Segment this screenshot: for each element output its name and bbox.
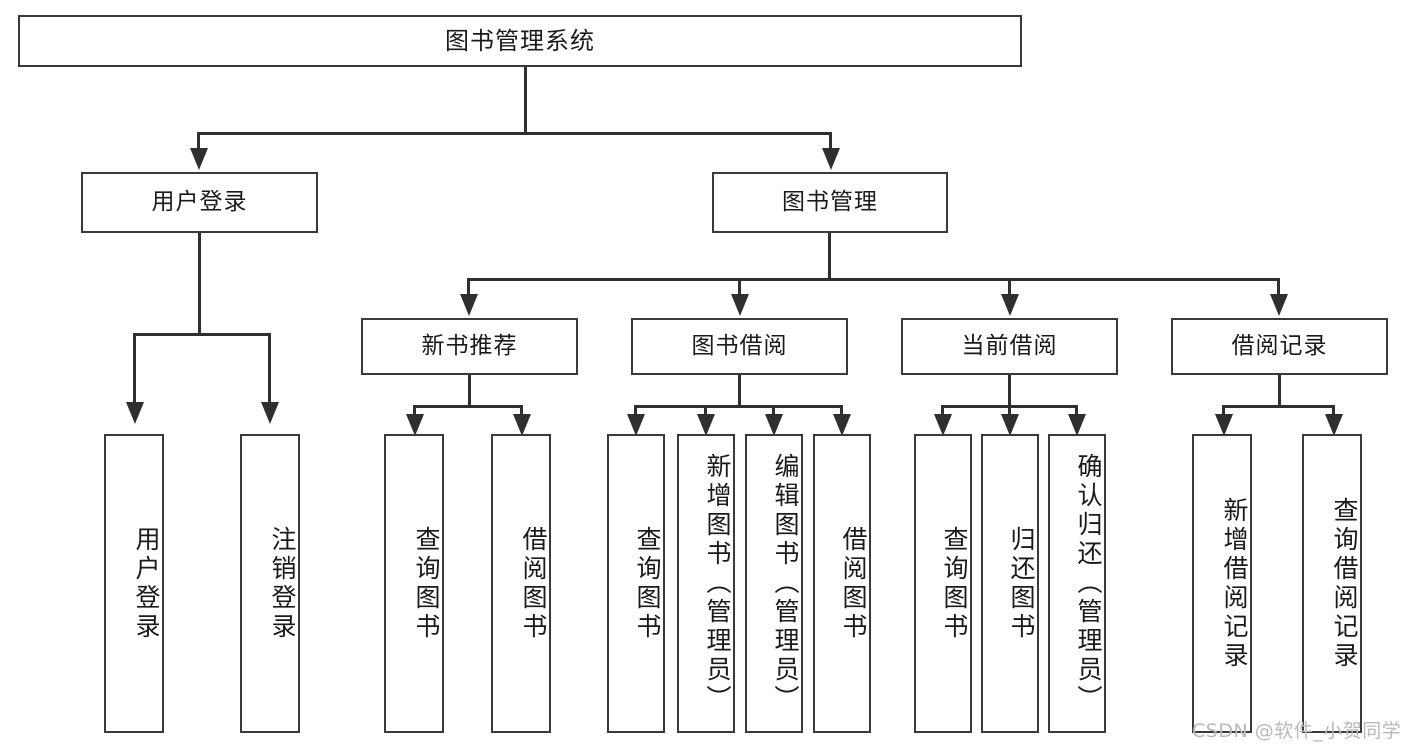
node-book-borrow[interactable]: 图书借阅: [631, 318, 848, 375]
node-label: 图书管理系统: [445, 26, 595, 55]
node-label: 借阅图书: [519, 525, 548, 642]
node-label: 用户登录: [151, 188, 248, 215]
node-label: 新书推荐: [421, 332, 518, 359]
node-label: 注销登录: [268, 525, 297, 642]
arrow-to-book-borrow: [731, 294, 749, 316]
node-label: 用户登录: [132, 525, 161, 642]
arrow-borrow-leaf-3: [765, 414, 783, 436]
arrow-to-new-book: [460, 294, 478, 316]
node-borrow-record[interactable]: 借阅记录: [1171, 318, 1388, 375]
node-label: 新增借阅记录: [1220, 496, 1249, 671]
watermark-text: CSDN @软件_小贺同学: [1192, 720, 1402, 742]
leaf-newbook-query-book[interactable]: 查询图书: [384, 434, 444, 733]
leaf-record-add-record[interactable]: 新增借阅记录: [1192, 434, 1252, 733]
node-book-manage[interactable]: 图书管理: [712, 172, 948, 233]
connector-root-stem: [524, 67, 527, 134]
connector-bookmanage-drop-3: [1008, 278, 1011, 300]
leaf-current-query-book[interactable]: 查询图书: [914, 434, 972, 733]
node-current-borrow[interactable]: 当前借阅: [901, 318, 1118, 375]
connector-newbook-stem: [468, 375, 471, 407]
arrow-to-current-borrow: [1001, 294, 1019, 316]
leaf-newbook-borrow-book[interactable]: 借阅图书: [491, 434, 551, 733]
connector-userlogin-drop-2: [268, 333, 271, 408]
arrow-newbook-leaf-1: [406, 414, 424, 436]
arrow-record-leaf-1: [1215, 414, 1233, 436]
node-new-book-recommend[interactable]: 新书推荐: [361, 318, 578, 375]
node-label: 确认归还（管理员）: [1074, 453, 1103, 714]
node-label: 图书借阅: [691, 332, 788, 359]
arrow-current-leaf-1: [934, 414, 952, 436]
node-user-login[interactable]: 用户登录: [81, 172, 318, 233]
node-root-system[interactable]: 图书管理系统: [18, 15, 1022, 67]
leaf-borrow-add-book-admin[interactable]: 新增图书（管理员）: [677, 434, 735, 733]
node-label: 归还图书: [1007, 525, 1036, 642]
connector-borrow-stem: [738, 375, 741, 407]
connector-userlogin-stem: [198, 233, 201, 335]
connector-current-stem: [1008, 375, 1011, 407]
arrow-to-book-manage: [822, 148, 840, 170]
arrow-to-leaf-user-login: [126, 402, 144, 424]
connector-root-drop-left: [197, 132, 200, 154]
node-label: 新增图书（管理员）: [703, 453, 732, 714]
leaf-borrow-borrow-book[interactable]: 借阅图书: [813, 434, 871, 733]
arrow-borrow-leaf-4: [833, 414, 851, 436]
connector-bookmanage-drop-4: [1277, 278, 1280, 300]
node-label: 编辑图书（管理员）: [771, 453, 800, 714]
connector-newbook-bus: [413, 405, 523, 408]
leaf-user-login[interactable]: 用户登录: [104, 434, 164, 733]
node-label: 查询借阅记录: [1330, 496, 1359, 671]
arrow-newbook-leaf-2: [513, 414, 531, 436]
arrow-current-leaf-2: [1001, 414, 1019, 436]
node-label: 查询图书: [412, 525, 441, 642]
arrow-borrow-leaf-1: [627, 414, 645, 436]
connector-borrow-bus: [634, 405, 842, 408]
node-label: 当前借阅: [961, 332, 1058, 359]
connector-bookmanage-bus: [467, 278, 1279, 281]
arrow-borrow-leaf-2: [697, 414, 715, 436]
node-label: 查询图书: [633, 525, 662, 642]
connector-bookmanage-drop-1: [467, 278, 470, 300]
connector-userlogin-bus: [133, 333, 271, 336]
node-label: 借阅图书: [839, 525, 868, 642]
leaf-borrow-query-book[interactable]: 查询图书: [607, 434, 665, 733]
arrow-current-leaf-3: [1068, 414, 1086, 436]
node-label: 借阅记录: [1231, 332, 1328, 359]
arrow-record-leaf-2: [1325, 414, 1343, 436]
node-label: 图书管理: [782, 188, 878, 215]
arrow-to-leaf-logout: [261, 402, 279, 424]
connector-bookmanage-drop-2: [738, 278, 741, 300]
arrow-to-user-login: [190, 148, 208, 170]
leaf-record-query-record[interactable]: 查询借阅记录: [1302, 434, 1362, 733]
connector-userlogin-drop-1: [133, 333, 136, 408]
connector-bookmanage-stem: [828, 233, 831, 280]
arrow-to-borrow-record: [1270, 294, 1288, 316]
leaf-current-return-book[interactable]: 归还图书: [981, 434, 1039, 733]
connector-root-drop-right: [829, 132, 832, 154]
connector-record-stem: [1278, 375, 1281, 407]
leaf-logout[interactable]: 注销登录: [240, 434, 300, 733]
node-label: 查询图书: [940, 525, 969, 642]
leaf-borrow-edit-book-admin[interactable]: 编辑图书（管理员）: [745, 434, 803, 733]
connector-root-bus: [197, 132, 832, 135]
connector-record-bus: [1222, 405, 1335, 408]
leaf-current-confirm-return-admin[interactable]: 确认归还（管理员）: [1048, 434, 1106, 733]
